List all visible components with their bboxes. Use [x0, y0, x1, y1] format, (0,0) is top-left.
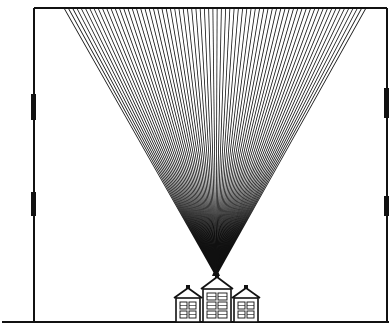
house-roof: [232, 288, 260, 298]
house-roof: [174, 288, 202, 298]
ray-line: [216, 8, 353, 276]
left-house: [174, 285, 202, 322]
ray-line: [141, 8, 216, 276]
house-roof: [201, 277, 233, 289]
roof-finial: [244, 285, 248, 289]
ray-line: [216, 8, 281, 276]
ray-line: [216, 8, 315, 276]
ray-line: [216, 8, 357, 276]
right-wall-marker-lower: [384, 196, 389, 216]
ray-line: [115, 8, 216, 276]
ray-line: [98, 8, 216, 276]
ray-line: [85, 8, 216, 276]
ray-line: [216, 8, 285, 276]
ray-line: [216, 8, 336, 276]
ray-fan: [64, 8, 366, 276]
roof-finial: [215, 274, 219, 278]
ray-line: [216, 8, 323, 276]
left-wall-marker-lower: [31, 192, 36, 216]
ray-line: [216, 8, 311, 276]
right-wall-marker-upper: [384, 88, 389, 118]
center-house: [201, 274, 233, 322]
roof-finial: [186, 285, 190, 289]
ray-line: [158, 8, 216, 276]
right-house: [232, 285, 260, 322]
ray-line: [216, 8, 328, 276]
left-wall-marker-upper: [31, 94, 36, 120]
ray-line: [111, 8, 216, 276]
ray-line: [166, 8, 216, 276]
buildings: [174, 274, 260, 322]
ray-line: [68, 8, 216, 276]
